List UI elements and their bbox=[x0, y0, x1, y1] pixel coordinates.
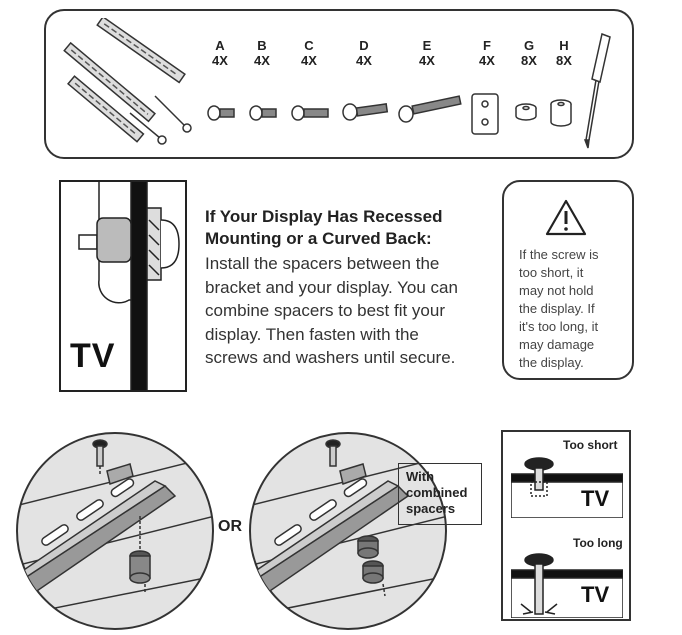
too-long-label: Too long bbox=[573, 536, 623, 550]
tv-short-label: TV bbox=[581, 486, 610, 511]
screw-b-icon bbox=[249, 105, 277, 121]
body-line: combine spacers to best fit your bbox=[205, 301, 446, 320]
screw-a-icon bbox=[207, 105, 235, 121]
warning-line: may not hold bbox=[519, 283, 594, 298]
tv-long-label: TV bbox=[581, 582, 610, 607]
warning-line: too short, it bbox=[519, 265, 584, 280]
screw-e-icon bbox=[398, 95, 462, 123]
parts-panel bbox=[44, 9, 634, 159]
spacer-g-icon bbox=[515, 103, 537, 121]
spacer-cross-section bbox=[78, 182, 180, 390]
warning-line: the display. If bbox=[519, 301, 595, 316]
washer-plate-f-icon bbox=[471, 93, 499, 135]
callout-line: spacers bbox=[406, 501, 456, 516]
warning-line: If the screw is bbox=[519, 247, 599, 262]
heading-line: Mounting or a Curved Back: bbox=[205, 229, 432, 248]
bracket-illustration bbox=[63, 18, 192, 145]
too-short-label: Too short bbox=[563, 438, 618, 452]
part-letter: H bbox=[559, 38, 569, 53]
warning-box bbox=[502, 180, 634, 380]
single-spacer-zoom bbox=[16, 432, 214, 630]
tv-side-diagram bbox=[59, 180, 187, 392]
body-line: display. Then fasten with the bbox=[205, 324, 419, 344]
part-qty: 4X bbox=[301, 53, 317, 68]
or-label: OR bbox=[218, 518, 242, 535]
screw-length-comparison: Too short TV Too long TV bbox=[501, 430, 631, 621]
tv-label: TV bbox=[70, 337, 116, 375]
part-letter: G bbox=[523, 38, 535, 53]
instruction-heading: If Your Display Has Recessed Mounting or… bbox=[205, 206, 495, 250]
callout-line: combined bbox=[406, 485, 468, 500]
combined-spacers-callout: With combined spacers bbox=[398, 463, 482, 525]
combined-spacers-zoom bbox=[249, 432, 447, 630]
screw-d-icon bbox=[342, 103, 389, 121]
callout-line: With bbox=[406, 469, 435, 484]
part-qty: 8X bbox=[556, 53, 572, 68]
warning-line: it's too long, it bbox=[519, 319, 599, 334]
screw-c-icon bbox=[291, 105, 329, 121]
part-qty: 4X bbox=[212, 53, 228, 68]
too-short-diagram bbox=[511, 457, 623, 518]
part-qty: 4X bbox=[479, 53, 495, 68]
warning-triangle-icon bbox=[545, 199, 587, 236]
body-line: Install the spacers between the bbox=[205, 254, 440, 273]
body-line: bracket and your display. You can bbox=[205, 277, 458, 297]
screwdriver-icon bbox=[583, 32, 611, 149]
part-letter: A bbox=[215, 38, 225, 53]
instruction-body: Install the spacers between the bracket … bbox=[205, 252, 495, 370]
hardware-drawings bbox=[207, 93, 572, 135]
part-letter: E bbox=[422, 38, 432, 53]
part-letter: D bbox=[359, 38, 369, 53]
part-qty: 4X bbox=[356, 53, 372, 68]
part-letter: C bbox=[304, 38, 314, 53]
part-letter: B bbox=[257, 38, 267, 53]
spacer-h-icon bbox=[550, 99, 572, 127]
part-qty: 4X bbox=[419, 53, 435, 68]
part-letter: F bbox=[483, 38, 491, 53]
heading-line: If Your Display Has Recessed bbox=[205, 207, 443, 226]
too-long-diagram bbox=[511, 553, 623, 618]
part-qty: 8X bbox=[521, 53, 537, 68]
warning-text: If the screw is too short, it may not ho… bbox=[519, 246, 631, 372]
part-qty: 4X bbox=[254, 53, 270, 68]
body-line: screws and washers until secure. bbox=[205, 348, 456, 367]
warning-line: the display. bbox=[519, 355, 584, 370]
warning-line: may damage bbox=[519, 337, 595, 352]
